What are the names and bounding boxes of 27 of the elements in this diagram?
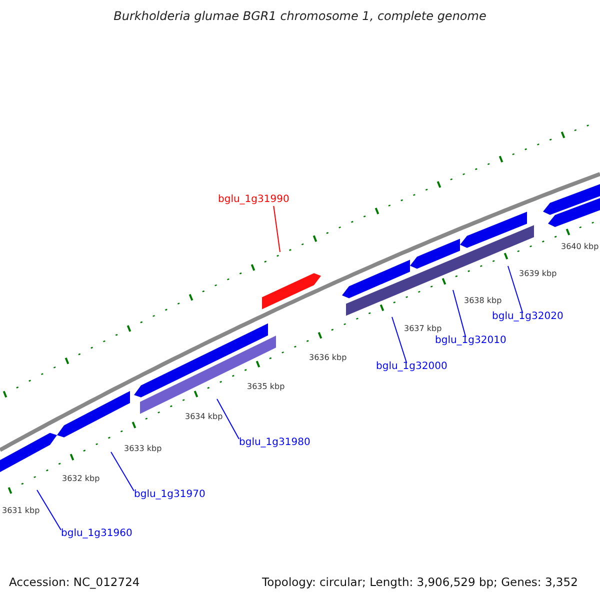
leader-line bbox=[216, 398, 240, 440]
scale-label: 3640 kbp bbox=[561, 242, 599, 251]
scale-label: 3636 kbp bbox=[309, 353, 347, 362]
scale-label: 3637 kbp bbox=[404, 324, 442, 333]
gene-label: bglu_1g31960 bbox=[61, 528, 132, 539]
gene-label: bglu_1g31970 bbox=[134, 489, 206, 500]
gene-label: bglu_1g32020 bbox=[492, 311, 564, 322]
gene-label: bglu_1g32000 bbox=[376, 361, 448, 372]
gene-label: bglu_1g31990 bbox=[218, 194, 290, 205]
gene-label: bglu_1g31980 bbox=[239, 437, 310, 448]
leader-line bbox=[110, 452, 134, 492]
footer-text: Accession: NC_012724 bbox=[9, 575, 140, 589]
leader-line bbox=[508, 266, 524, 314]
scale-label: 3638 kbp bbox=[464, 296, 502, 305]
leader-line bbox=[452, 290, 466, 338]
scale-label: 3631 kbp bbox=[2, 506, 40, 515]
leader-line bbox=[392, 316, 408, 364]
leader-line bbox=[273, 206, 280, 252]
footer-text: Topology: circular; Length: 3,906,529 bp; Genes: 3,352 bbox=[262, 575, 578, 589]
scale-label: 3639 kbp bbox=[519, 269, 557, 278]
leader-line bbox=[36, 490, 62, 530]
scale-label: 3633 kbp bbox=[124, 444, 162, 453]
scale-label: 3632 kbp bbox=[62, 474, 100, 483]
scale-label: 3634 kbp bbox=[185, 412, 223, 421]
scale-label: 3635 kbp bbox=[247, 382, 285, 391]
title: Burkholderia glumae BGR1 chromosome 1, complete genome bbox=[112, 9, 488, 23]
gene-label: bglu_1g32010 bbox=[435, 335, 506, 346]
